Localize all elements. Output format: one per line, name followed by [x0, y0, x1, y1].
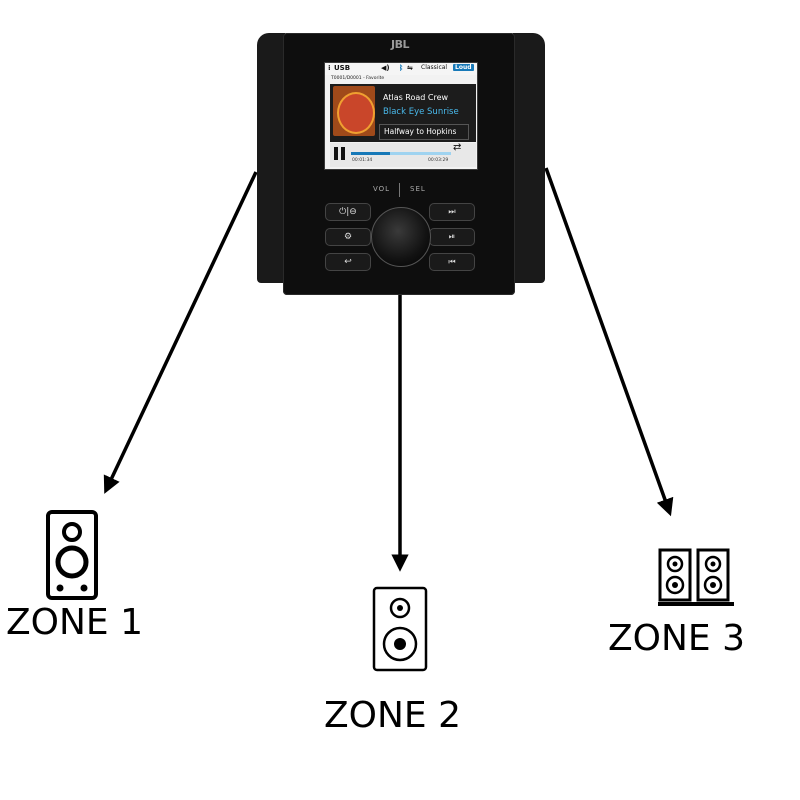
status-bar: ⁝ USB ◀) ᛒ ⇋ Classical Loud: [325, 63, 477, 75]
play-pause-button[interactable]: ⏯: [429, 228, 475, 246]
volume-select-knob[interactable]: [371, 207, 431, 267]
album-art-emblem: [337, 92, 375, 134]
next-track-button[interactable]: ⏭: [429, 203, 475, 221]
total-time: 00:03:29: [428, 158, 449, 163]
zone-1-label: ZONE 1: [6, 602, 144, 643]
pause-icon-left: [334, 147, 338, 160]
genre-label: Classical: [421, 64, 448, 71]
tower-speaker-icon: [46, 510, 98, 600]
settings-button[interactable]: ⚙: [325, 228, 371, 246]
playback-bar: [330, 143, 476, 167]
album-art: [333, 86, 375, 136]
arrow-to-zone-1: [103, 171, 258, 494]
double-speaker-icon: [658, 548, 734, 606]
zone-2-label: ZONE 2: [324, 695, 462, 736]
progress-track: [351, 152, 451, 155]
zone-3-label: ZONE 3: [608, 618, 746, 659]
jbl-logo: JBL: [391, 38, 410, 51]
album-name-row: Halfway to Hopkins: [379, 124, 469, 140]
prev-track-button[interactable]: ⏮: [429, 253, 475, 271]
pause-icon-right: [341, 147, 345, 160]
sel-label: SEL: [410, 185, 426, 193]
elapsed-time: 00:01:34: [352, 158, 373, 163]
bluetooth-icon: ᛒ: [399, 64, 404, 72]
menu-icon: ⁝: [328, 64, 331, 72]
arrow-to-zone-3: [544, 167, 674, 517]
album-name: Halfway to Hopkins: [384, 127, 457, 136]
loud-badge: Loud: [453, 64, 474, 71]
progress-fill: [351, 152, 390, 155]
volume-icon: ◀): [381, 64, 390, 72]
vol-sel-divider: [399, 183, 400, 197]
usb-icon: ⇋: [407, 64, 413, 72]
speaker-icon: [372, 586, 428, 672]
power-mute-button[interactable]: ⏻|⊖: [325, 203, 371, 221]
song-title: Black Eye Sunrise: [383, 107, 459, 117]
back-button[interactable]: ↩: [325, 253, 371, 271]
repeat-icon: ⇄: [453, 142, 462, 153]
track-info: T0001/D0001 - Favorite: [331, 76, 385, 81]
artist-name: Atlas Road Crew: [383, 93, 449, 102]
source-label: USB: [334, 64, 351, 72]
right-mount-wing: [513, 33, 545, 283]
left-mount-wing: [257, 33, 285, 283]
vol-label: VOL: [373, 185, 391, 193]
